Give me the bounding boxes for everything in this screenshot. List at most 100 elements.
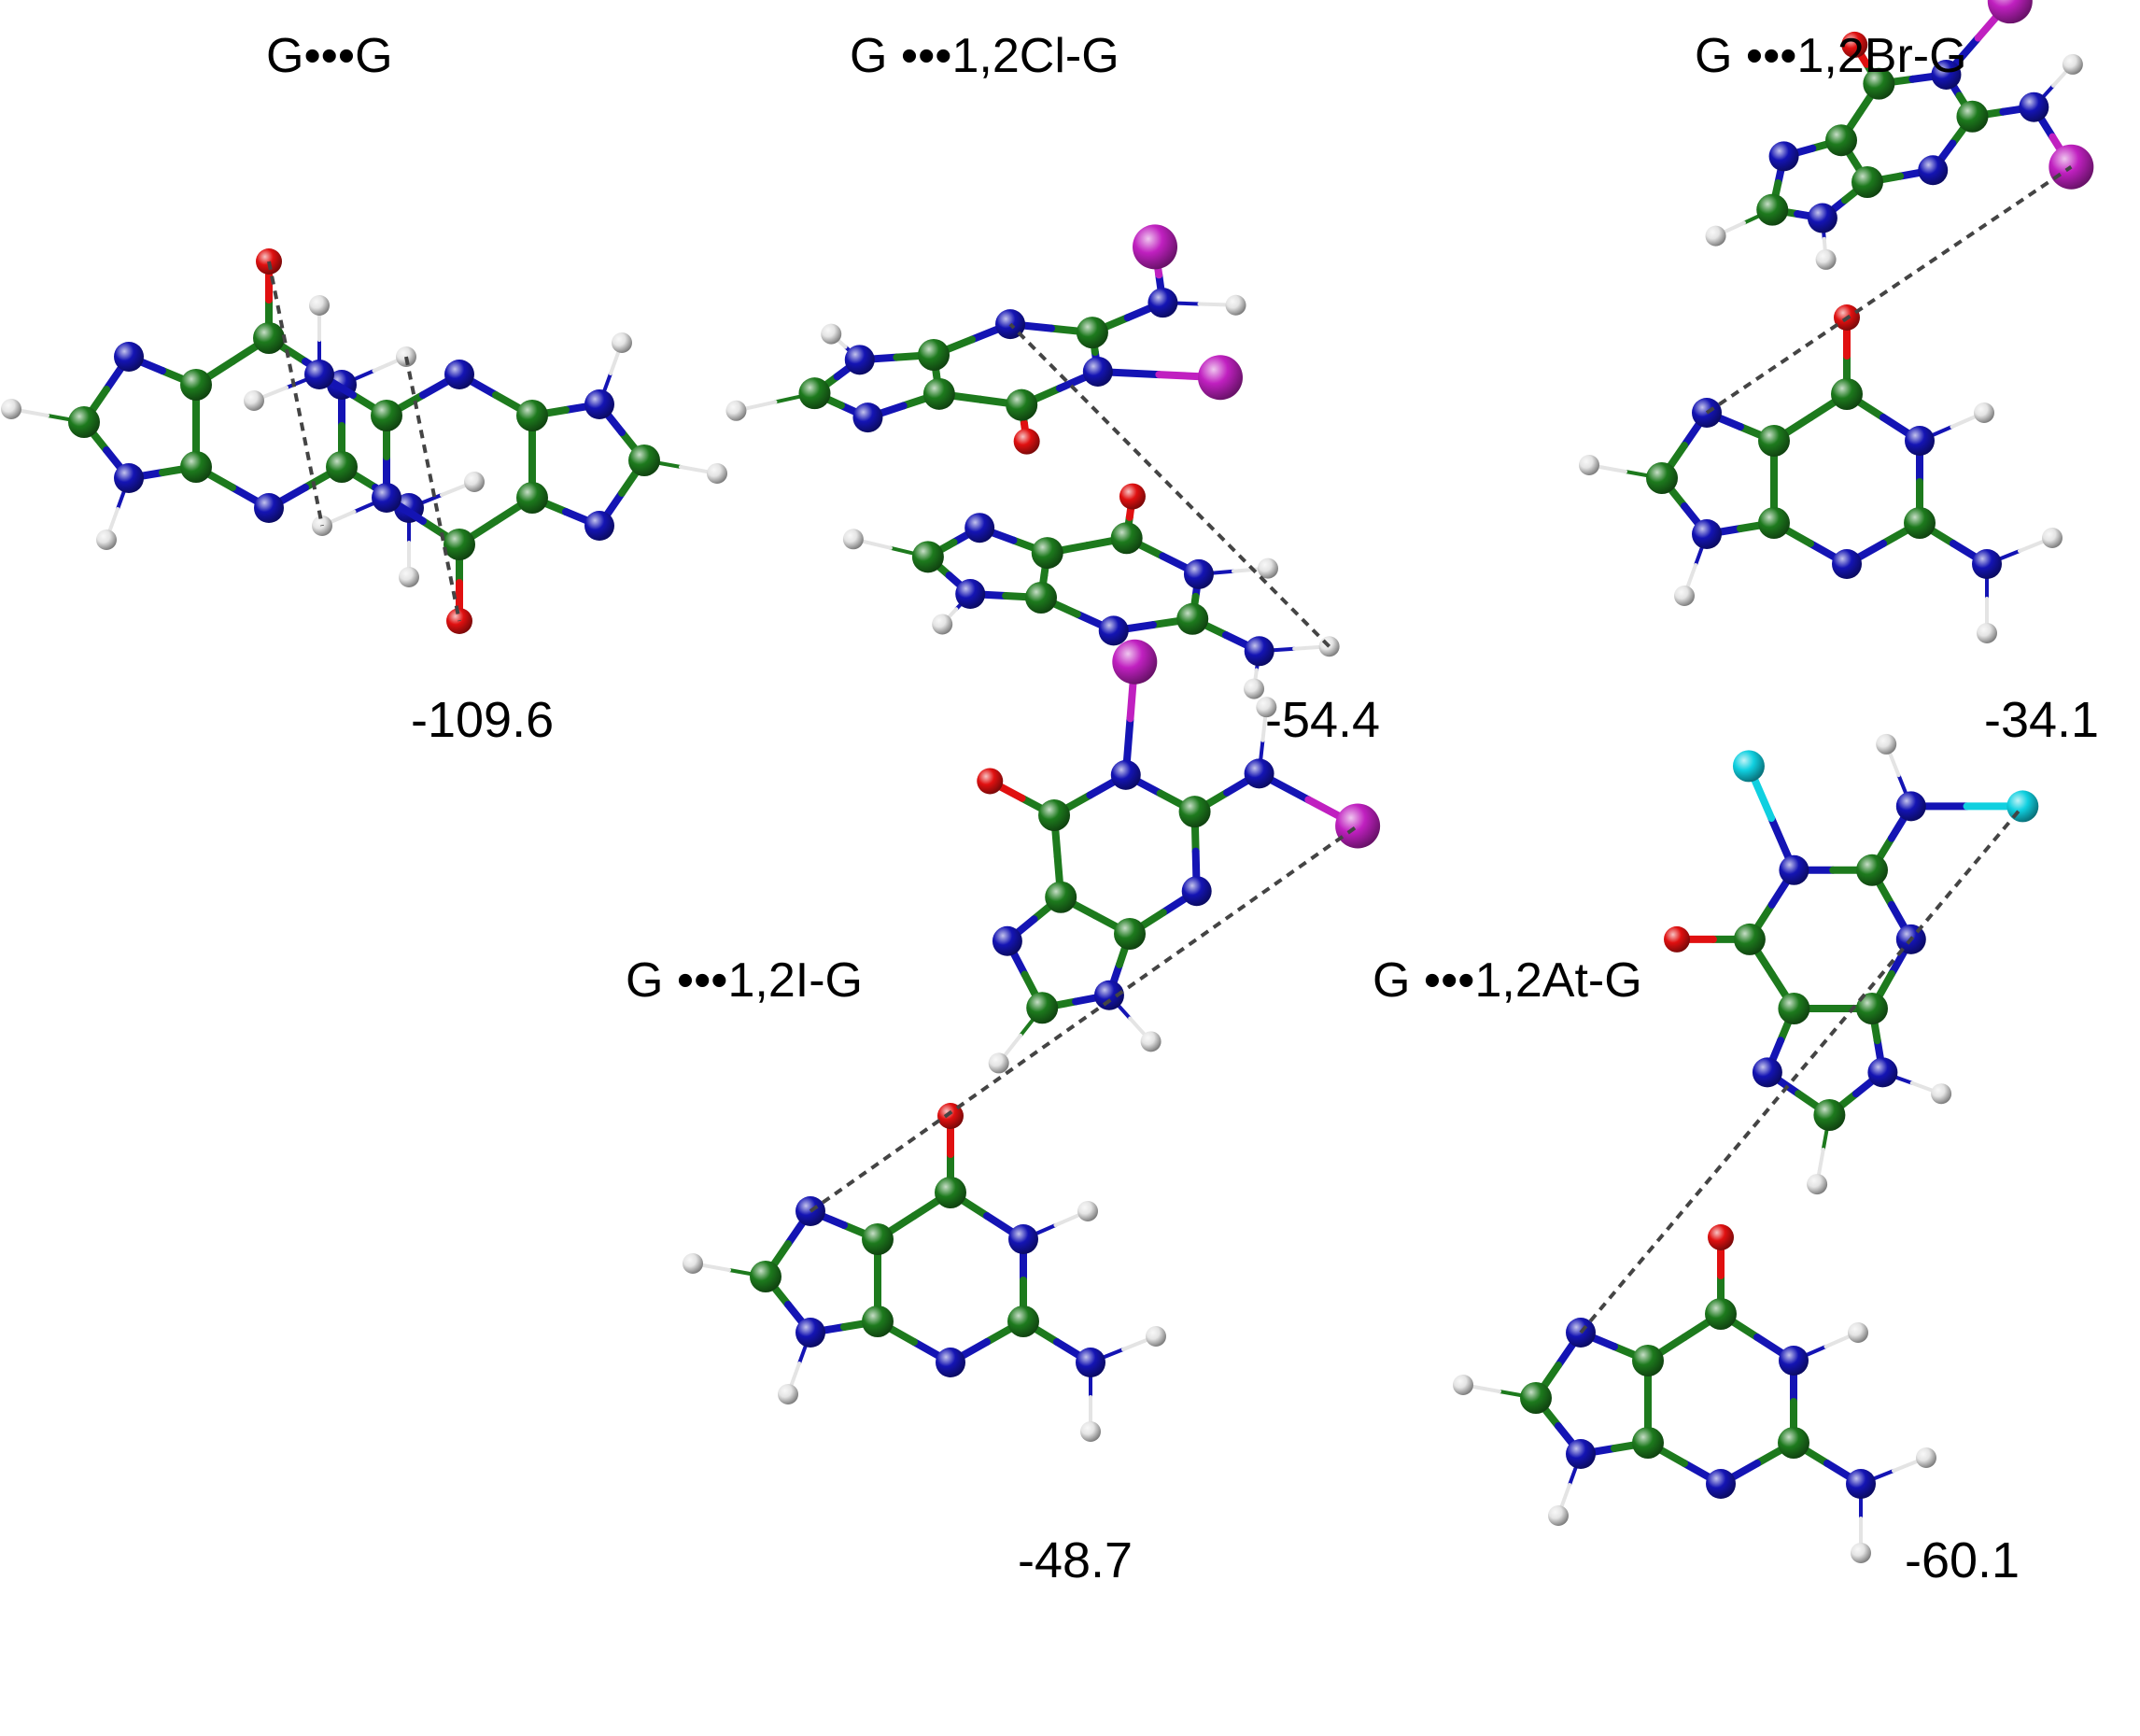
atom-c bbox=[1076, 317, 1108, 349]
atom-h bbox=[309, 295, 330, 316]
atom-n bbox=[254, 493, 284, 523]
atom-n bbox=[444, 360, 474, 389]
energy-label-gat: -60.1 bbox=[1905, 1532, 2020, 1588]
atom-h bbox=[612, 332, 632, 353]
atom-c bbox=[180, 369, 212, 401]
atom-n bbox=[844, 345, 875, 375]
atom-c bbox=[1705, 1298, 1737, 1330]
atom-n bbox=[955, 579, 986, 610]
atom-c bbox=[1825, 124, 1858, 157]
atom-n bbox=[1147, 288, 1178, 318]
atom-n bbox=[1093, 980, 1124, 1010]
atom-h bbox=[464, 472, 485, 492]
atom-c bbox=[935, 1177, 966, 1208]
atom-c bbox=[1110, 522, 1143, 555]
interaction-bond bbox=[1579, 805, 2024, 1334]
atom-n bbox=[1768, 141, 1799, 172]
atom-h bbox=[1244, 678, 1265, 699]
atom-n bbox=[992, 925, 1022, 956]
atom-c bbox=[516, 400, 548, 431]
interaction-bond bbox=[404, 356, 461, 622]
atom-n bbox=[372, 483, 401, 513]
atom-o bbox=[977, 768, 1004, 795]
energy-label-gg: -109.6 bbox=[411, 692, 555, 748]
atom-c bbox=[1026, 992, 1059, 1024]
atom-h bbox=[707, 463, 727, 484]
atom-c bbox=[862, 1306, 894, 1337]
atom-c bbox=[1856, 854, 1888, 886]
panel-title-gbr: G •••1,2Br-G bbox=[1695, 29, 1967, 83]
atom-c bbox=[1646, 462, 1678, 494]
atom-n bbox=[1244, 758, 1274, 789]
atom-c bbox=[1813, 1099, 1846, 1131]
atom-c bbox=[1114, 918, 1146, 950]
atom-c bbox=[1778, 1427, 1809, 1459]
atom-n bbox=[1076, 1348, 1105, 1377]
atom-o bbox=[1664, 925, 1690, 953]
atom-c bbox=[1758, 507, 1790, 539]
atom-h bbox=[1257, 557, 1278, 579]
atom-h bbox=[1807, 1174, 1828, 1195]
atom-n bbox=[1183, 558, 1214, 589]
atom-c bbox=[1007, 1306, 1039, 1337]
atom-c bbox=[1045, 881, 1077, 913]
atom-h bbox=[2062, 53, 2083, 75]
atom-h bbox=[725, 400, 747, 421]
atom-n bbox=[795, 1318, 825, 1348]
atom-c bbox=[1851, 166, 1883, 198]
atom-h bbox=[96, 529, 117, 550]
atom-c bbox=[371, 400, 402, 431]
atom-c bbox=[1733, 923, 1766, 955]
atom-o bbox=[1841, 31, 1868, 58]
atom-c bbox=[750, 1261, 781, 1292]
atom-n bbox=[1918, 155, 1949, 186]
atom-n bbox=[1779, 1346, 1809, 1376]
atom-c bbox=[253, 322, 285, 354]
interaction-bond bbox=[1705, 165, 2073, 415]
atom-h bbox=[932, 614, 953, 635]
panel-title-gat: G •••1,2At-G bbox=[1373, 953, 1642, 1008]
atom-c bbox=[1778, 993, 1810, 1024]
atom-n bbox=[304, 360, 334, 389]
atom-c bbox=[1758, 425, 1790, 457]
atom-c bbox=[1831, 378, 1863, 410]
atom-n bbox=[936, 1348, 965, 1377]
atom-n bbox=[1779, 854, 1809, 885]
interaction-bond bbox=[1008, 322, 1331, 648]
atom-c bbox=[1863, 67, 1895, 100]
atom-c bbox=[516, 482, 548, 514]
atom-h bbox=[1674, 586, 1695, 606]
atom-c bbox=[798, 377, 831, 410]
atom-n bbox=[2019, 92, 2049, 122]
atom-x bbox=[1112, 639, 1158, 685]
atom-h bbox=[1579, 455, 1599, 475]
atom-c bbox=[1632, 1345, 1664, 1376]
atom-h bbox=[1974, 402, 1994, 423]
atom-n bbox=[1706, 1469, 1736, 1499]
atom-c bbox=[1856, 993, 1888, 1024]
atom-c bbox=[918, 339, 950, 371]
atom-h bbox=[1931, 1083, 1952, 1105]
atom-h bbox=[244, 390, 264, 411]
atom-n bbox=[1832, 549, 1862, 579]
energy-label-gi: -48.7 bbox=[1018, 1532, 1133, 1588]
panel-title-gcl: G •••1,2Cl-G bbox=[850, 29, 1119, 83]
atom-x bbox=[1987, 0, 2033, 24]
atom-x bbox=[1133, 224, 1178, 270]
atom-h bbox=[988, 1052, 1009, 1074]
atom-h bbox=[1916, 1447, 1936, 1468]
atom-n bbox=[114, 463, 144, 493]
atom-n bbox=[1692, 519, 1722, 549]
atom-n bbox=[1895, 791, 1926, 822]
atom-n bbox=[852, 402, 883, 433]
atom-o bbox=[1013, 428, 1040, 455]
atom-c bbox=[1756, 193, 1789, 226]
panel-title-gg: G•••G bbox=[266, 29, 393, 83]
atom-n bbox=[964, 513, 995, 543]
atom-x bbox=[2048, 144, 2094, 190]
atom-n bbox=[1931, 59, 1962, 90]
atom-h bbox=[842, 529, 864, 550]
atom-n bbox=[1752, 1057, 1782, 1088]
atom-n bbox=[114, 342, 144, 372]
